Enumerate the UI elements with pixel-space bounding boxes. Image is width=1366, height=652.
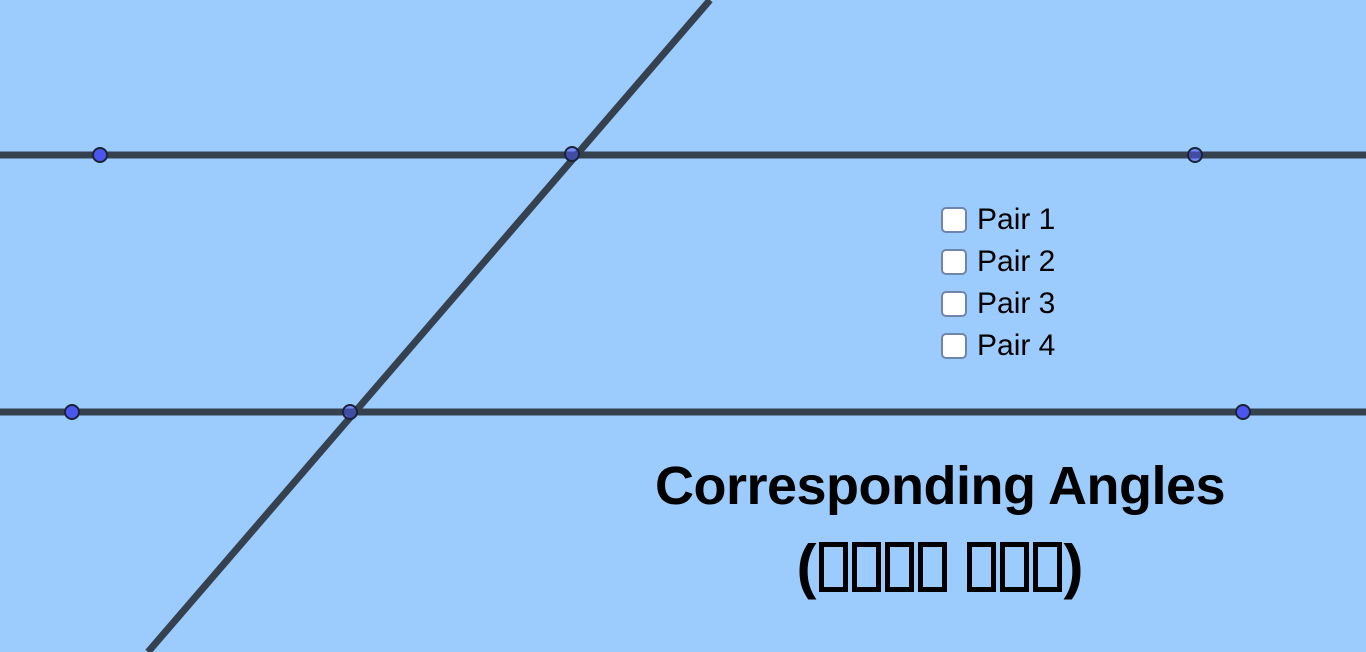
title-block: Corresponding Angles ( ) <box>0 455 1366 599</box>
checkbox-label-pair-2: Pair 2 <box>977 245 1056 278</box>
page-subtitle: ( ) <box>0 533 1366 600</box>
checkbox-pair-1[interactable] <box>941 207 967 233</box>
page-subtitle-glyphs: ( ) <box>796 533 1084 600</box>
subtitle-tofu-glyph-a-3 <box>884 542 914 592</box>
checkbox-label-pair-1: Pair 1 <box>977 203 1056 236</box>
page-title-text: Corresponding Angles <box>654 456 1226 516</box>
checkbox-row-pair-1[interactable]: Pair 1 <box>941 199 1181 241</box>
checkbox-pair-2[interactable] <box>941 249 967 275</box>
subtitle-tofu-group-2 <box>965 542 1064 592</box>
upper-line-right-point[interactable] <box>1187 147 1203 163</box>
subtitle-tofu-group-1 <box>817 542 949 592</box>
checkbox-row-pair-4[interactable]: Pair 4 <box>941 325 1181 367</box>
subtitle-open-paren: ( <box>796 533 817 600</box>
subtitle-tofu-glyph-a-1 <box>818 542 848 592</box>
subtitle-close-paren: ) <box>1063 533 1084 600</box>
lower-line-right-point[interactable] <box>1235 404 1251 420</box>
subtitle-tofu-glyph-b-1 <box>966 542 996 592</box>
subtitle-tofu-glyph-b-3 <box>1032 542 1062 592</box>
page-title: Corresponding Angles <box>0 455 1366 517</box>
checkbox-pair-4[interactable] <box>941 333 967 359</box>
subtitle-tofu-glyph-a-4 <box>917 542 947 592</box>
pair-checkbox-panel: Pair 1 Pair 2 Pair 3 Pair 4 <box>941 199 1181 367</box>
checkbox-pair-3[interactable] <box>941 291 967 317</box>
checkbox-label-pair-4: Pair 4 <box>977 329 1056 362</box>
checkbox-row-pair-3[interactable]: Pair 3 <box>941 283 1181 325</box>
checkbox-label-pair-3: Pair 3 <box>977 287 1056 320</box>
lower-intersection-point[interactable] <box>342 404 358 420</box>
checkbox-row-pair-2[interactable]: Pair 2 <box>941 241 1181 283</box>
subtitle-tofu-glyph-b-2 <box>999 542 1029 592</box>
transversal-line[interactable] <box>145 0 713 652</box>
points-group <box>64 146 1251 420</box>
lower-line-left-point[interactable] <box>64 404 80 420</box>
upper-line-left-point[interactable] <box>92 147 108 163</box>
subtitle-tofu-glyph-a-2 <box>851 542 881 592</box>
page-subtitle-inner: ( ) <box>796 533 1084 600</box>
upper-intersection-point[interactable] <box>564 146 580 162</box>
